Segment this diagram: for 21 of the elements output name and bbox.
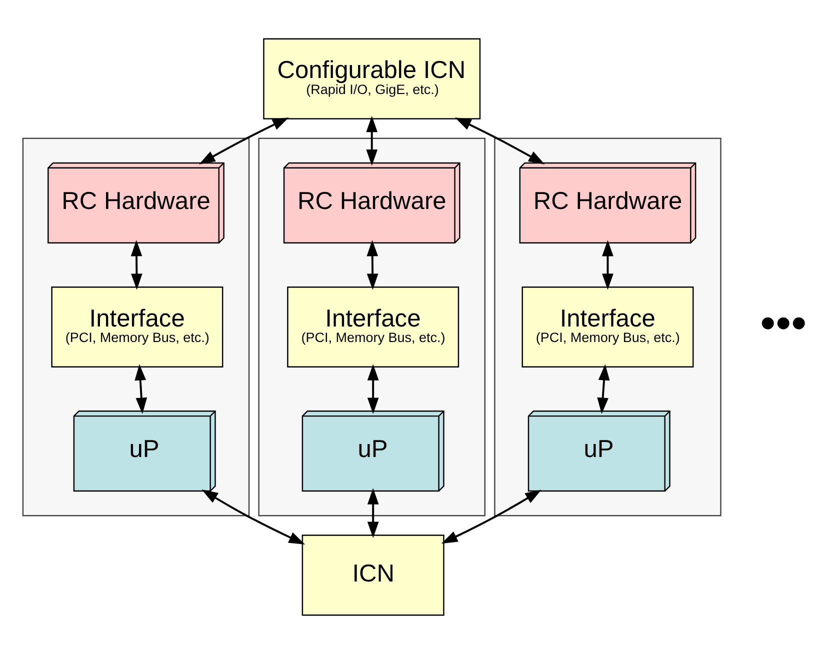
arrow <box>454 118 545 164</box>
arrow <box>597 364 610 414</box>
cluster <box>258 138 486 516</box>
node-box: Configurable ICN (Rapid I/O, GigE, etc.) <box>263 38 481 120</box>
node-box: ICN <box>302 534 444 616</box>
arrow <box>602 240 614 290</box>
arrow <box>367 364 379 414</box>
arrow <box>134 364 148 414</box>
node-box: Interface (PCI, Memory Bus, etc.) <box>522 286 694 368</box>
arrow <box>198 118 289 164</box>
arrow <box>130 240 142 290</box>
cluster <box>22 138 250 516</box>
arrow <box>202 489 306 544</box>
label: ••• <box>760 298 807 348</box>
node-box: Interface (PCI, Memory Bus, etc.) <box>287 286 460 368</box>
node-box: Interface (PCI, Memory Bus, etc.) <box>51 286 224 368</box>
arrow <box>366 116 378 166</box>
arrow <box>366 240 378 290</box>
arrow <box>367 488 379 538</box>
cluster <box>494 138 722 516</box>
arrow <box>441 490 542 544</box>
